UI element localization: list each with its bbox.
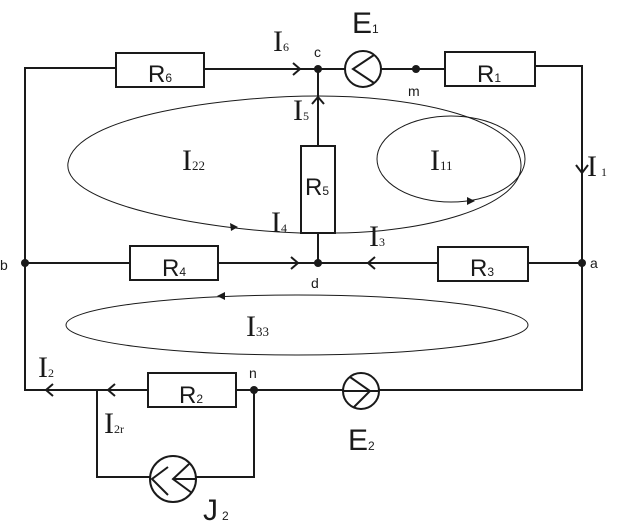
loop-i33-arrow-icon bbox=[217, 292, 225, 300]
label-r5: R5 bbox=[305, 174, 329, 201]
label-node-c: c bbox=[314, 44, 321, 60]
source-arrow-icon bbox=[349, 376, 372, 408]
label-i4: I4 bbox=[271, 206, 287, 239]
wire-top-left bbox=[24, 67, 116, 262]
label-node-a: a bbox=[590, 255, 598, 271]
loop-i11-arrow-icon bbox=[467, 197, 475, 205]
current-source-j2 bbox=[149, 455, 197, 503]
loop-outer-right bbox=[317, 95, 522, 234]
wire-j2-left bbox=[96, 390, 150, 478]
node-b bbox=[21, 259, 29, 267]
label-r4: R4 bbox=[162, 255, 186, 282]
arrow-i5-icon bbox=[311, 95, 325, 105]
label-e2: E2 bbox=[348, 424, 375, 457]
arrow-r4-d-icon bbox=[290, 256, 300, 270]
label-node-n: n bbox=[249, 365, 257, 381]
voltage-source-e2 bbox=[342, 372, 380, 410]
resistor-r4 bbox=[129, 245, 219, 281]
label-i6: I6 bbox=[273, 25, 289, 58]
resistor-r1 bbox=[444, 51, 536, 87]
node-a bbox=[578, 259, 586, 267]
arrow-i6-icon bbox=[292, 62, 302, 76]
label-r3: R3 bbox=[470, 255, 494, 282]
wire-j2-right bbox=[196, 390, 255, 478]
resistor-r3 bbox=[437, 246, 529, 282]
node-d bbox=[314, 259, 322, 267]
source-arrow-icon bbox=[351, 54, 375, 84]
wire-r1-to-a bbox=[535, 65, 583, 263]
label-node-b: b bbox=[0, 257, 8, 273]
arrow-i2-icon bbox=[44, 383, 54, 397]
label-e1: E1 bbox=[352, 7, 379, 40]
resistor-r5 bbox=[300, 145, 336, 234]
wire-e2-to-a bbox=[379, 263, 583, 391]
label-node-m: m bbox=[408, 83, 420, 99]
arrow-r3-d-icon bbox=[366, 256, 376, 270]
loop-i22-arrow-icon bbox=[230, 223, 238, 231]
node-c bbox=[314, 65, 322, 73]
source-arrow-icon bbox=[150, 466, 169, 496]
node-n bbox=[250, 386, 258, 394]
label-i22: I22 bbox=[182, 144, 205, 177]
resistor-r6 bbox=[115, 52, 205, 88]
loop-i22 bbox=[67, 95, 319, 234]
label-i33: I33 bbox=[246, 310, 269, 343]
voltage-source-e1 bbox=[344, 50, 382, 88]
label-r1: R1 bbox=[477, 61, 501, 88]
arrow-r2-icon bbox=[106, 383, 116, 397]
resistor-r2 bbox=[147, 372, 237, 408]
source-arrow-icon bbox=[171, 463, 193, 494]
loop-i33 bbox=[65, 294, 529, 356]
label-r2: R2 bbox=[179, 382, 203, 409]
label-i3: I3 bbox=[369, 220, 385, 253]
label-i2: I2 bbox=[38, 351, 54, 384]
label-node-d: d bbox=[311, 275, 319, 291]
loop-i11 bbox=[376, 115, 526, 203]
label-i2r: I2r bbox=[104, 407, 124, 440]
arrow-i1-icon bbox=[575, 164, 589, 175]
label-i5: I5 bbox=[293, 94, 309, 127]
label-r6: R6 bbox=[148, 61, 172, 88]
label-i11: I11 bbox=[430, 144, 453, 177]
node-m bbox=[412, 65, 420, 73]
